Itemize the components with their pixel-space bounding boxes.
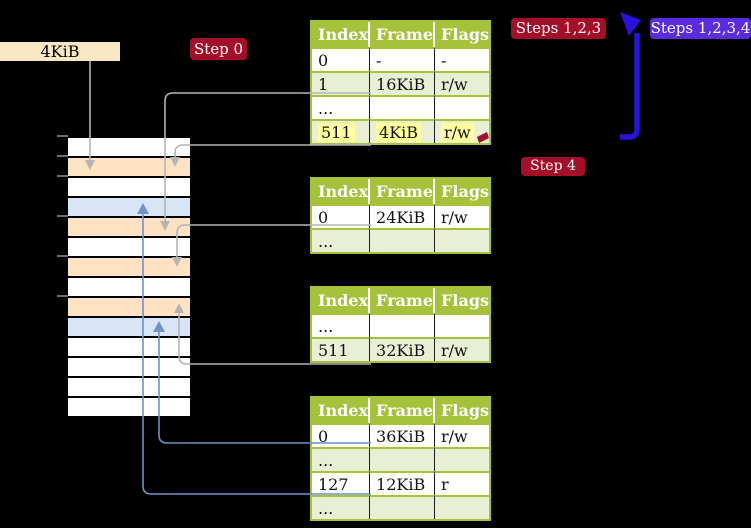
table-cell: r/w [435, 204, 490, 228]
table-cell: 1 [312, 71, 371, 95]
memory-row-9-blue [68, 318, 190, 338]
steps1234-badge: Steps 1,2,3,4 [650, 18, 751, 39]
memory-row-2-white [68, 178, 190, 198]
highlighted-value: 511 [318, 122, 355, 142]
table-cell: ... [312, 313, 371, 337]
memory-row-4-orange [68, 218, 190, 238]
table-cell: ... [312, 495, 371, 519]
table-cell: 32KiB [370, 337, 436, 361]
table-cell: 4KiB [370, 119, 436, 143]
table-cell: ... [312, 228, 371, 252]
table-cell: r/w [435, 71, 490, 95]
column-header-frame: Frame [370, 22, 436, 47]
memory-row-10-white [68, 338, 190, 358]
connector-entry511-4kib-to-frame [174, 144, 371, 158]
column-header-flags: Flags [435, 22, 490, 47]
highlighted-value: 4KiB [376, 122, 422, 142]
table-cell [435, 495, 490, 519]
physical-memory-column [68, 136, 190, 418]
column-header-index: Index [312, 179, 371, 204]
table-cell [370, 495, 436, 519]
table-row: ... [312, 447, 490, 471]
table-row: 0-- [312, 47, 490, 71]
table-cell: 16KiB [370, 71, 436, 95]
column-header-index: Index [312, 22, 371, 47]
table-cell [370, 313, 436, 337]
column-header-frame: Frame [370, 179, 436, 204]
table-cell: 0 [312, 47, 371, 71]
memory-row-13-white [68, 398, 190, 418]
table-cell: 511 [312, 119, 371, 143]
column-header-index: Index [312, 288, 371, 313]
table-cell: 511 [312, 337, 371, 361]
table-cell [370, 228, 436, 252]
table-cell: 36KiB [370, 423, 436, 447]
step4-badge: Step 4 [521, 157, 585, 176]
table-cell [370, 95, 436, 119]
page-size-label: 4KiB [0, 42, 120, 61]
table-cell: 0 [312, 423, 371, 447]
table-cell: 127 [312, 471, 371, 495]
memory-row-6-orange [68, 258, 190, 278]
table-cell [435, 95, 490, 119]
table-cell: r/w [435, 337, 490, 361]
table-cell [370, 447, 436, 471]
column-header-index: Index [312, 398, 371, 423]
memory-row-8-orange [68, 298, 190, 318]
memory-row-12-white [68, 378, 190, 398]
memory-row-0-white [68, 138, 190, 158]
table-cell: 0 [312, 204, 371, 228]
table-cell: - [435, 47, 490, 71]
table-cell: r/w [435, 423, 490, 447]
table-cell: ... [312, 447, 371, 471]
table-cell: 12KiB [370, 471, 436, 495]
memory-row-3-blue [68, 198, 190, 218]
table-row: 511 4KiB r/w [312, 119, 490, 143]
table-cell [435, 447, 490, 471]
table-row: ... [312, 95, 490, 119]
column-header-flags: Flags [435, 179, 490, 204]
memory-row-7-white [68, 278, 190, 298]
steps-loop-arrowhead-icon [620, 12, 641, 36]
memory-tick-marks [57, 135, 68, 297]
highlighted-value: r/w [441, 122, 474, 142]
table-row: ... [312, 495, 490, 519]
memory-row-1-orange [68, 158, 190, 178]
steps123-badge: Steps 1,2,3 [511, 18, 606, 39]
table-cell: ... [312, 95, 371, 119]
table-row: ... [312, 228, 490, 252]
memory-row-5-white [68, 238, 190, 258]
table-cell: 24KiB [370, 204, 436, 228]
table-cell: r/w [435, 119, 490, 143]
column-header-frame: Frame [370, 288, 436, 313]
column-header-flags: Flags [435, 398, 490, 423]
table-cell: - [370, 47, 436, 71]
table-cell: r [435, 471, 490, 495]
table-cell [435, 228, 490, 252]
steps-loop-arrow [620, 33, 640, 140]
table-row: ... [312, 313, 490, 337]
column-header-frame: Frame [370, 398, 436, 423]
table-cell [435, 313, 490, 337]
column-header-flags: Flags [435, 288, 490, 313]
memory-row-11-white [68, 358, 190, 378]
step0-badge: Step 0 [190, 38, 247, 60]
